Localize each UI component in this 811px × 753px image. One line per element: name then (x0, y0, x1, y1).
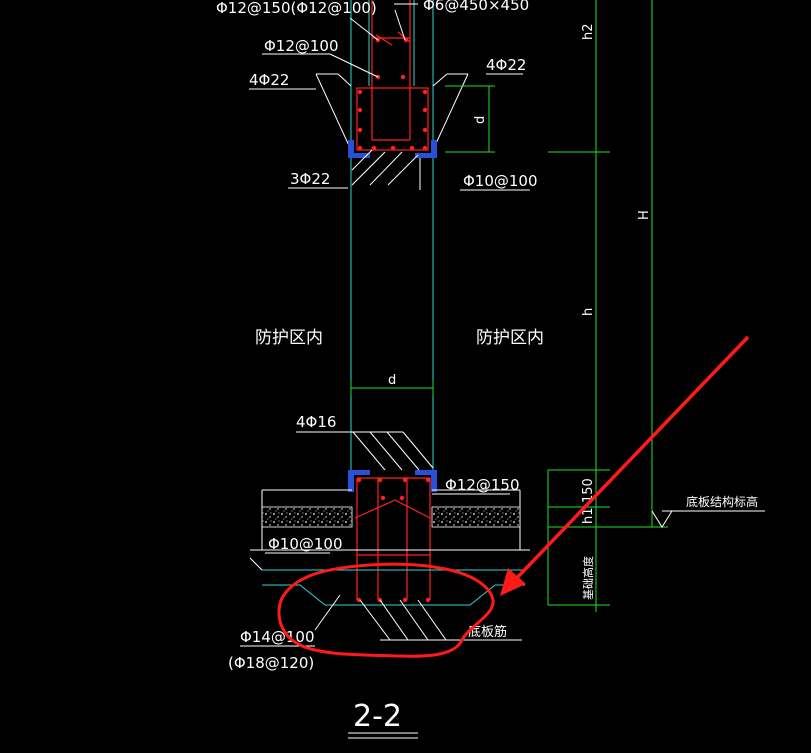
label-base-tie: Φ10@100 (268, 535, 343, 553)
label-beam-bottom-bars: 3Φ22 (290, 170, 330, 188)
section-title: 2-2 (353, 699, 402, 734)
label-base-bars: 4Φ16 (296, 413, 336, 431)
dim-d-beam: d (473, 116, 488, 124)
dimension-text-labels: h2 d H h d 150 h1 基础高度 底板结构标高 (388, 23, 758, 600)
dimension-lines (350, 0, 668, 612)
label-slab-bar-alt: (Φ18@120) (228, 654, 314, 672)
dim-H: H (637, 210, 652, 220)
dim-150: 150 (581, 478, 596, 503)
lower-corner-blocks (348, 470, 437, 492)
zone-label-left: 防护区内 (255, 328, 323, 348)
zone-labels: 防护区内 防护区内 (255, 328, 544, 348)
base-bar-dots (356, 477, 431, 603)
wall-outline (315, 0, 469, 470)
zone-label-right: 防护区内 (476, 328, 544, 348)
label-base-stirrup: Φ12@150 (445, 476, 520, 494)
annotation-arrowhead (500, 568, 526, 596)
label-slab-bar-name: 底板筋 (468, 624, 507, 640)
dim-h: h (581, 308, 596, 316)
upper-hatch (351, 149, 419, 186)
section-title-group: 2-2 (348, 699, 418, 739)
label-slab-bar: Φ14@100 (240, 628, 315, 646)
label-top-stirrup: Φ12@150(Φ12@100) (216, 0, 377, 17)
dim-foundation-height: 基础高度 (581, 556, 595, 600)
label-top-stirrup-2: Φ12@100 (264, 37, 339, 55)
elevation-marker (651, 510, 765, 528)
annotation-arrow (510, 335, 750, 585)
upper-corner-blocks (348, 140, 437, 158)
label-beam-bars-right: 4Φ22 (486, 56, 526, 74)
dim-h1: h1 (581, 507, 596, 524)
base-cage (354, 477, 431, 600)
label-beam-stirrup: Φ10@100 (463, 172, 538, 190)
label-top-tie: Φ6@450×450 (423, 0, 529, 14)
upper-beam-cage (356, 0, 429, 151)
base-hatch (350, 431, 522, 641)
rebar-text-labels: Φ12@150(Φ12@100) Φ6@450×450 Φ12@100 4Φ22… (216, 0, 538, 672)
dim-slab-elevation: 底板结构标高 (686, 494, 758, 509)
foundation-outline (249, 489, 536, 606)
upper-beam-bar-dots (357, 37, 428, 151)
label-beam-bars-left: 4Φ22 (249, 71, 289, 89)
dim-d-wall: d (388, 373, 396, 388)
dim-h2: h2 (581, 23, 596, 40)
leader-lines (240, 3, 530, 647)
highlight-ellipse (277, 562, 495, 658)
red-annotation (277, 335, 750, 658)
